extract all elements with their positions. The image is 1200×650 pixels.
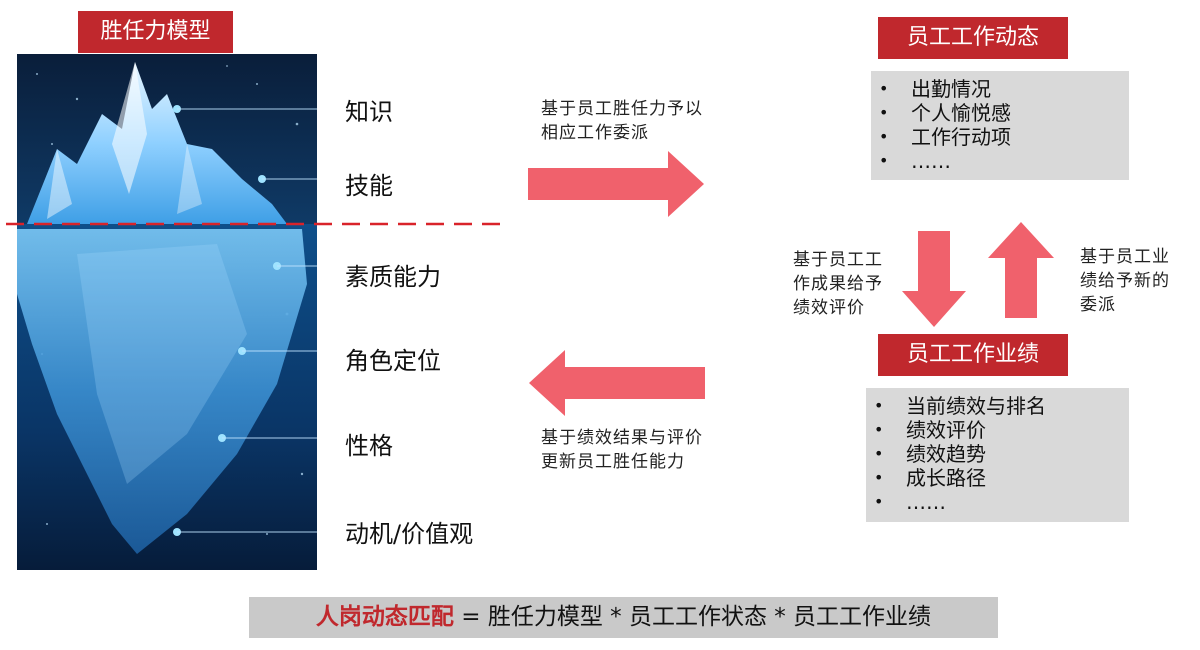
work-performance-box: 当前绩效与排名 绩效评价 绩效趋势 成长路径 …… bbox=[866, 388, 1129, 522]
layer-label-motivation: 动机/价值观 bbox=[345, 520, 474, 548]
work-performance-title: 员工工作业绩 bbox=[878, 334, 1068, 376]
work-performance-item: 绩效评价 bbox=[866, 418, 1129, 442]
formula-highlight: 人岗动态匹配 bbox=[315, 604, 454, 630]
evaluate-caption-line: 绩效评价 bbox=[793, 298, 865, 318]
leader-lines bbox=[177, 108, 317, 533]
reassign-arrow-up bbox=[988, 222, 1054, 318]
assign-arrow-right bbox=[528, 151, 706, 217]
formula-rest: = 胜任力模型 * 员工工作状态 * 员工工作业绩 bbox=[453, 604, 932, 630]
layer-label-qualities: 素质能力 bbox=[345, 263, 441, 291]
work-status-item: …… bbox=[871, 149, 1129, 173]
evaluate-caption-line: 基于员工工 bbox=[793, 250, 883, 270]
work-status-title: 员工工作动态 bbox=[878, 17, 1068, 59]
work-status-item: 工作行动项 bbox=[871, 125, 1129, 149]
work-status-item: 出勤情况 bbox=[871, 77, 1129, 101]
iceberg-image bbox=[17, 54, 317, 570]
assign-caption-line: 基于员工胜任力予以 bbox=[541, 99, 703, 119]
work-status-box: 出勤情况 个人愉悦感 工作行动项 …… bbox=[871, 71, 1129, 180]
reassign-caption-line: 委派 bbox=[1080, 295, 1116, 315]
reassign-caption-line: 基于员工业 bbox=[1080, 247, 1170, 267]
water-line bbox=[6, 222, 502, 226]
evaluate-arrow-down bbox=[902, 231, 966, 327]
formula-bar: 人岗动态匹配 = 胜任力模型 * 员工工作状态 * 员工工作业绩 bbox=[249, 597, 998, 638]
layer-label-knowledge: 知识 bbox=[345, 98, 393, 126]
reassign-caption-line: 绩给予新的 bbox=[1080, 271, 1170, 291]
evaluate-caption: 基于员工工 作成果给予 绩效评价 bbox=[793, 248, 883, 320]
work-performance-item: 当前绩效与排名 bbox=[866, 394, 1129, 418]
work-status-item: 个人愉悦感 bbox=[871, 101, 1129, 125]
update-caption-line: 基于绩效结果与评价 bbox=[541, 428, 703, 448]
update-caption: 基于绩效结果与评价 更新员工胜任能力 bbox=[541, 426, 703, 474]
update-caption-line: 更新员工胜任能力 bbox=[541, 452, 685, 472]
layer-label-skills: 技能 bbox=[345, 172, 393, 200]
layer-label-personality: 性格 bbox=[345, 432, 393, 460]
evaluate-caption-line: 作成果给予 bbox=[793, 274, 883, 294]
work-performance-item: 绩效趋势 bbox=[866, 442, 1129, 466]
layer-label-role: 角色定位 bbox=[345, 347, 441, 375]
work-performance-item: …… bbox=[866, 490, 1129, 514]
assign-caption-line: 相应工作委派 bbox=[541, 123, 649, 143]
competency-model-title: 胜任力模型 bbox=[78, 11, 233, 53]
assign-caption: 基于员工胜任力予以 相应工作委派 bbox=[541, 97, 703, 145]
update-arrow-left bbox=[529, 350, 707, 416]
reassign-caption: 基于员工业 绩给予新的 委派 bbox=[1080, 245, 1170, 317]
work-performance-item: 成长路径 bbox=[866, 466, 1129, 490]
